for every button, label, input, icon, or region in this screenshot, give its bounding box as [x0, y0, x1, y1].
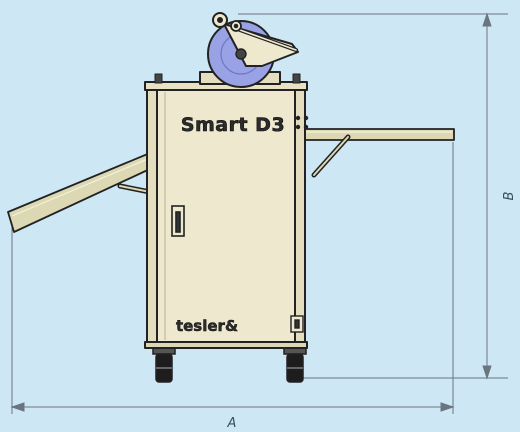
side-switches	[295, 115, 309, 130]
width-arrow-left	[10, 402, 25, 412]
height-arrow-top	[482, 12, 492, 27]
top-mechanism	[199, 12, 299, 88]
height-label: B	[502, 191, 517, 200]
disc-axle	[235, 48, 247, 60]
brand-label: tesler&	[176, 317, 238, 335]
switch-dot-1	[295, 115, 301, 121]
top-knob-right	[292, 73, 301, 84]
right-shelf-board	[302, 128, 455, 141]
mechanism-arm-link-inner	[239, 29, 297, 51]
switch-dot-2	[303, 115, 309, 121]
power-socket-slot	[294, 319, 300, 329]
pivot-inner	[217, 17, 223, 23]
height-arrow-bottom	[482, 365, 492, 380]
right-shelf-strut-inner	[313, 136, 349, 176]
cabinet-base	[144, 341, 308, 349]
left-shelf-strut-inner	[119, 185, 151, 193]
door-handle	[171, 205, 185, 237]
top-knob-left	[154, 73, 163, 84]
switch-dot-3	[295, 124, 301, 130]
pivot-secondary-inner	[233, 23, 239, 29]
switch-dot-4	[303, 124, 309, 130]
width-arrow-right	[440, 402, 455, 412]
left-shelf-board-highlight	[11, 157, 151, 217]
power-socket	[290, 315, 304, 333]
door-handle-grip	[175, 211, 181, 233]
width-label: A	[227, 416, 237, 431]
dimension-lines	[10, 12, 508, 414]
model-label: Smart D3	[181, 114, 285, 136]
